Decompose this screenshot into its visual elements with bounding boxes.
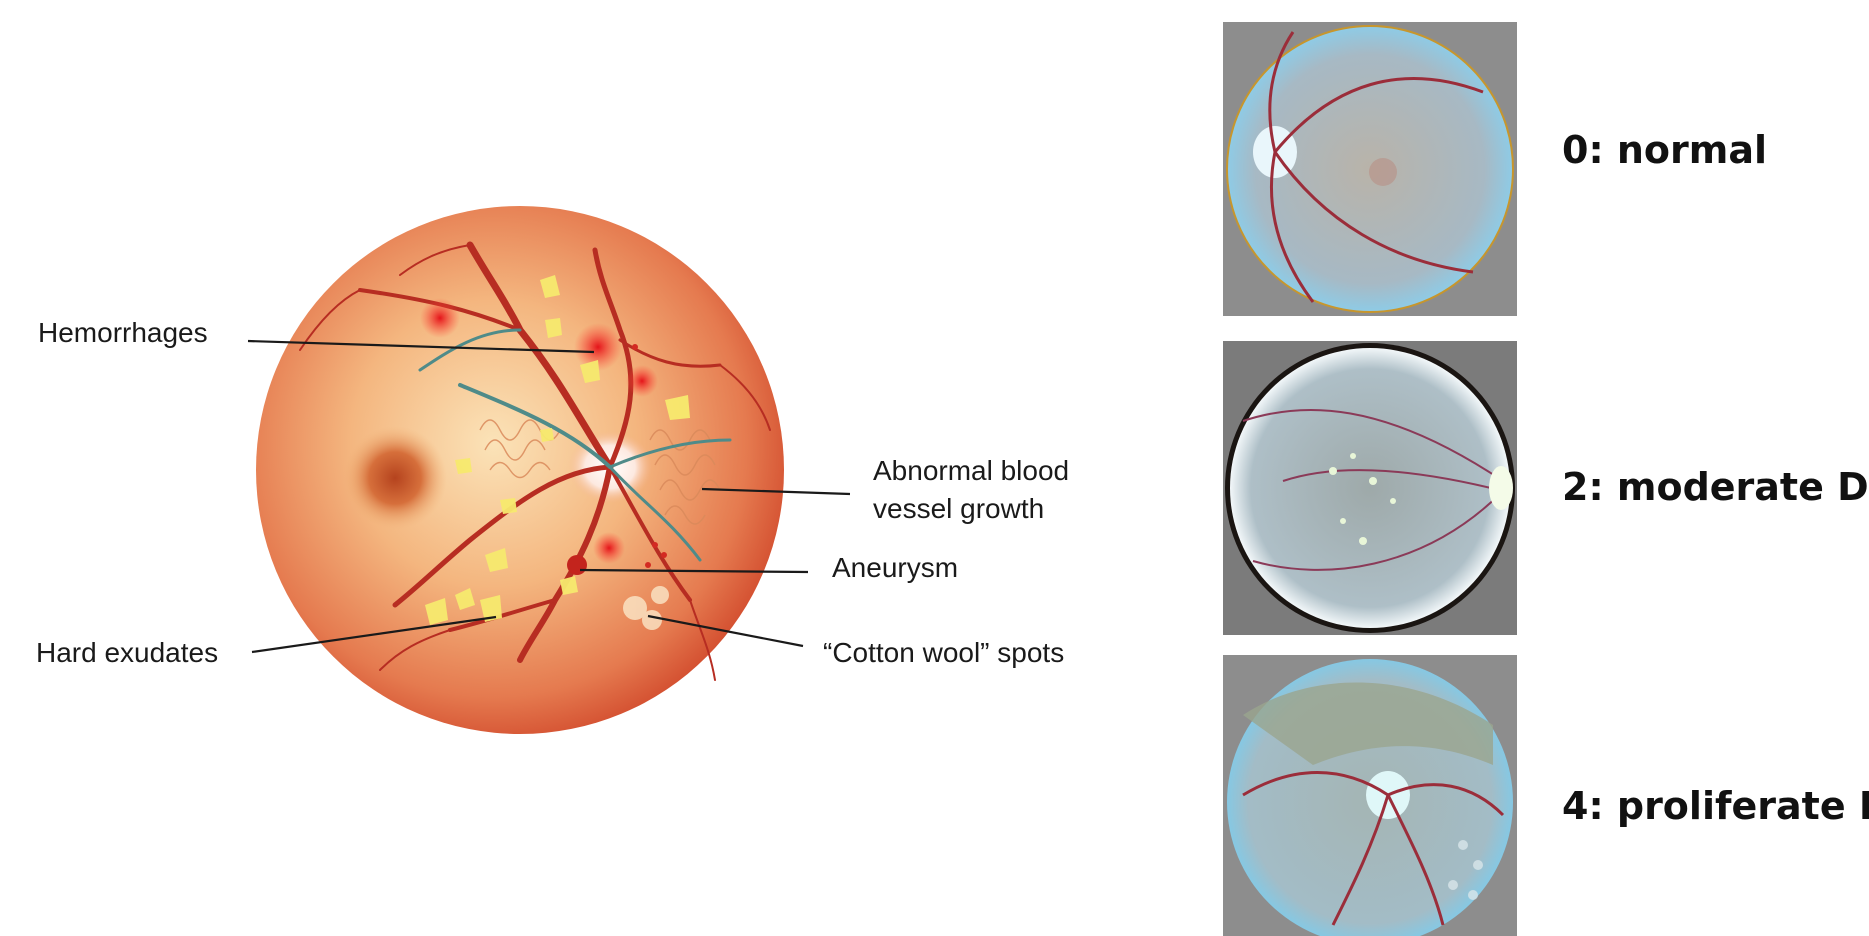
aneurysm-label: Aneurysm: [832, 549, 958, 587]
grade-label-normal: 0: normal: [1562, 128, 1767, 172]
hard-exudates-label: Hard exudates: [36, 634, 218, 672]
grade-label-moderate-dr: 2: moderate DR: [1562, 465, 1869, 509]
abnormal-growth-label-line1: Abnormal blood: [873, 452, 1069, 490]
hemorrhages-label: Hemorrhages: [38, 314, 208, 352]
fundus-image-proliferate-dr: [1223, 655, 1517, 936]
fundus-image-normal: [1223, 22, 1517, 316]
abnormal-growth-label-line2: vessel growth: [873, 490, 1044, 528]
cotton-wool-label: “Cotton wool” spots: [823, 634, 1064, 672]
macula: [343, 426, 447, 530]
fundus-image-moderate-dr: [1223, 341, 1517, 635]
grade-label-proliferate-dr: 4: proliferate DR: [1562, 784, 1869, 828]
